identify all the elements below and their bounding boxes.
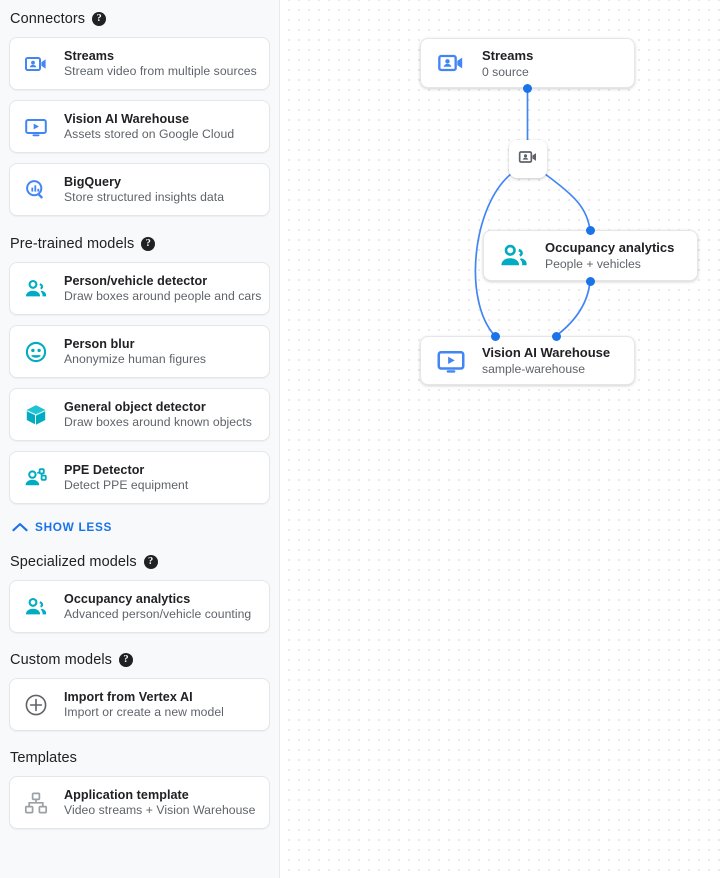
palette-item-vision-ai-warehouse[interactable]: Vision AI Warehouse Assets stored on Goo… bbox=[9, 100, 270, 153]
port-warehouse-input-left[interactable] bbox=[491, 331, 500, 341]
section-header-templates: Templates bbox=[9, 750, 270, 766]
palette-item-title: Vision AI Warehouse bbox=[64, 112, 190, 126]
palette-item-title: Person/vehicle detector bbox=[64, 274, 208, 288]
person-blur-face-icon bbox=[23, 339, 49, 365]
bigquery-search-icon bbox=[23, 177, 49, 203]
graph-node-vision-ai-warehouse[interactable]: Vision AI Warehouse sample-warehouse bbox=[420, 336, 635, 385]
palette-item-title: PPE Detector bbox=[64, 463, 145, 477]
graph-node-subtitle: 0 source bbox=[482, 64, 529, 79]
palette-item-import-from-vertex-ai[interactable]: Import from Vertex AI Import or create a… bbox=[9, 678, 270, 731]
palette-item-title: Import from Vertex AI bbox=[64, 690, 193, 704]
graph-edges bbox=[474, 88, 591, 337]
palette-item-ppe-detector[interactable]: PPE Detector Detect PPE equipment bbox=[9, 451, 270, 504]
graph-node-title: Vision AI Warehouse bbox=[482, 345, 611, 360]
help-icon[interactable]: ? bbox=[143, 555, 158, 569]
palette-item-title: Application template bbox=[64, 788, 189, 802]
palette-item-title: Occupancy analytics bbox=[64, 592, 191, 606]
palette-item-subtitle: Video streams + Vision Warehouse bbox=[64, 803, 256, 817]
palette-item-person-vehicle-detector[interactable]: Person/vehicle detector Draw boxes aroun… bbox=[9, 262, 270, 315]
graph-node-streams[interactable]: Streams 0 source bbox=[420, 38, 635, 88]
palette-item-streams[interactable]: Streams Stream video from multiple sourc… bbox=[9, 37, 270, 90]
help-icon[interactable]: ? bbox=[92, 12, 107, 26]
application-graph-canvas[interactable]: Streams 0 source bbox=[280, 0, 725, 878]
section-header-custom-models: Custom models ? bbox=[9, 652, 270, 668]
help-icon[interactable]: ? bbox=[119, 653, 134, 667]
graph-node-occupancy-analytics[interactable]: Occupancy analytics People + vehicles bbox=[483, 230, 698, 281]
graph-node-title: Streams bbox=[482, 47, 534, 63]
section-header-pretrained-models: Pre-trained models ? bbox=[9, 236, 270, 252]
chevron-up-icon bbox=[12, 522, 28, 532]
section-header-specialized-models: Specialized models ? bbox=[9, 554, 270, 570]
palette-item-title: General object detector bbox=[64, 400, 206, 414]
palette-item-subtitle: Draw boxes around people and cars bbox=[64, 289, 262, 303]
section-title-specialized-models: Specialized models bbox=[10, 554, 137, 570]
palette-item-bigquery[interactable]: BigQuery Store structured insights data bbox=[9, 163, 270, 216]
section-title-connectors: Connectors bbox=[10, 11, 86, 27]
vision-warehouse-monitor-icon bbox=[23, 114, 49, 140]
streams-camera-icon bbox=[436, 48, 466, 78]
graph-node-title: Occupancy analytics bbox=[545, 240, 675, 255]
palette-item-general-object-detector[interactable]: General object detector Draw boxes aroun… bbox=[9, 388, 270, 441]
palette-item-subtitle: Draw boxes around known objects bbox=[64, 415, 252, 429]
section-title-pretrained-models: Pre-trained models bbox=[10, 236, 135, 252]
edge-occupancy-to-warehouse bbox=[555, 280, 591, 337]
palette-item-person-blur[interactable]: Person blur Anonymize human figures bbox=[9, 325, 270, 378]
section-title-templates: Templates bbox=[10, 750, 77, 766]
vision-warehouse-monitor-icon bbox=[436, 346, 466, 376]
show-less-label: SHOW LESS bbox=[35, 520, 113, 534]
section-title-custom-models: Custom models bbox=[10, 652, 113, 668]
application-template-hierarchy-icon bbox=[23, 790, 49, 816]
plus-circle-icon bbox=[23, 692, 49, 718]
edge-badge-to-occupancy bbox=[544, 173, 591, 231]
palette-item-subtitle: Detect PPE equipment bbox=[64, 478, 189, 492]
stream-badge-camera-icon bbox=[518, 147, 538, 172]
show-less-button[interactable]: SHOW LESS bbox=[12, 520, 270, 534]
port-streams-output[interactable] bbox=[523, 83, 532, 93]
occupancy-analytics-people-icon bbox=[499, 241, 529, 271]
person-vehicle-detector-icon bbox=[23, 276, 49, 302]
help-icon[interactable]: ? bbox=[141, 237, 156, 251]
palette-item-title: Person blur bbox=[64, 337, 135, 351]
component-palette-sidebar: Connectors ? Streams Stream video from m… bbox=[0, 0, 280, 878]
palette-item-title: Streams bbox=[64, 49, 115, 63]
ppe-detector-icon bbox=[23, 465, 49, 491]
palette-item-subtitle: Anonymize human figures bbox=[64, 352, 207, 366]
port-occupancy-input[interactable] bbox=[585, 225, 595, 235]
graph-node-subtitle: People + vehicles bbox=[545, 257, 641, 271]
graph-badge-stream-connector[interactable] bbox=[509, 140, 547, 178]
streams-camera-icon bbox=[23, 51, 49, 77]
occupancy-analytics-people-icon bbox=[23, 594, 49, 620]
palette-item-subtitle: Import or create a new model bbox=[64, 705, 224, 719]
graph-node-subtitle: sample-warehouse bbox=[482, 362, 585, 376]
section-header-connectors: Connectors ? bbox=[9, 11, 270, 27]
port-occupancy-output[interactable] bbox=[585, 276, 595, 286]
edge-badge-to-warehouse bbox=[474, 173, 512, 337]
palette-item-title: BigQuery bbox=[64, 175, 122, 189]
general-object-cube-icon bbox=[23, 402, 49, 428]
palette-item-occupancy-analytics[interactable]: Occupancy analytics Advanced person/vehi… bbox=[9, 580, 270, 633]
palette-item-subtitle: Stream video from multiple sources bbox=[64, 64, 257, 78]
palette-item-subtitle: Advanced person/vehicle counting bbox=[64, 607, 252, 621]
palette-item-subtitle: Store structured insights data bbox=[64, 190, 225, 204]
palette-item-subtitle: Assets stored on Google Cloud bbox=[64, 127, 235, 141]
palette-item-application-template[interactable]: Application template Video streams + Vis… bbox=[9, 776, 270, 829]
port-warehouse-input-right[interactable] bbox=[551, 331, 561, 341]
